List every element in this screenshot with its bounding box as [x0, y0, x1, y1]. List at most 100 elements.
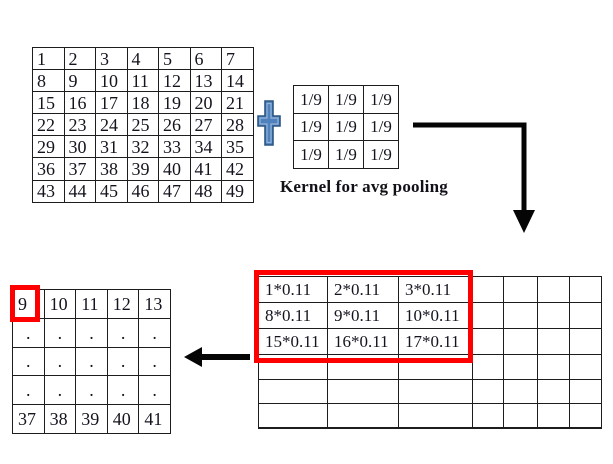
table-row: ..... — [12, 317, 171, 348]
cell — [503, 427, 538, 429]
cell: . — [43, 317, 77, 348]
cell: 27 — [189, 113, 222, 137]
cell: . — [75, 375, 108, 406]
cell: 12 — [106, 289, 140, 319]
cell — [472, 379, 504, 404]
cell: 38 — [95, 157, 128, 181]
cell — [569, 427, 602, 429]
cell — [258, 354, 328, 380]
cell — [398, 427, 473, 429]
cell: . — [106, 317, 140, 348]
cell — [537, 427, 570, 429]
cell: 1*0.11 — [258, 276, 328, 303]
cell: 1/9 — [363, 85, 399, 114]
cell: 34 — [189, 135, 222, 159]
cell: 8*0.11 — [258, 302, 328, 329]
cell — [503, 302, 538, 329]
table-row: ..... — [12, 346, 171, 377]
cell: 2 — [63, 46, 96, 71]
table-row — [258, 403, 602, 428]
cell — [569, 354, 602, 380]
cell: 9 — [63, 69, 96, 93]
cell — [569, 276, 602, 303]
cell: . — [106, 346, 140, 377]
cell: 1/9 — [363, 140, 399, 169]
cell — [503, 354, 538, 380]
cell: 11 — [75, 289, 108, 319]
cell — [569, 403, 602, 428]
arrow-elbow-down-icon — [413, 122, 535, 233]
cell: 39 — [75, 404, 108, 434]
cell: . — [12, 317, 45, 348]
cell: 13 — [138, 289, 171, 319]
cell — [258, 427, 328, 429]
cell: 47 — [158, 179, 191, 203]
cell: 1/9 — [363, 112, 399, 142]
cell: 14 — [221, 69, 254, 93]
cell: 40 — [106, 404, 140, 434]
cell: 3*0.11 — [398, 276, 473, 303]
cell: 17 — [95, 91, 128, 115]
cell: 1/9 — [293, 140, 329, 169]
cell: 33 — [158, 135, 191, 159]
cell: 37 — [12, 404, 45, 434]
cell — [472, 302, 504, 329]
cell: 41 — [138, 404, 171, 434]
cell — [398, 379, 473, 404]
cell: . — [75, 317, 108, 348]
cell: 11 — [126, 69, 159, 93]
cell: 1/9 — [328, 140, 364, 169]
cell — [503, 276, 538, 303]
cell: 6 — [189, 46, 222, 71]
table-row — [258, 379, 602, 404]
cell: . — [138, 375, 171, 406]
cell — [537, 302, 570, 329]
cell: 1/9 — [328, 85, 364, 114]
cell: 1/9 — [293, 85, 329, 114]
cell: 1/9 — [328, 112, 364, 142]
cell: . — [43, 375, 77, 406]
cell: 9 — [12, 289, 45, 319]
cell: 19 — [158, 91, 191, 115]
cell: 16*0.11 — [327, 328, 399, 355]
cell: 18 — [126, 91, 159, 115]
cell: 32 — [126, 135, 159, 159]
cell: 29 — [32, 135, 65, 159]
cell: 30 — [63, 135, 96, 159]
cell: 4 — [126, 46, 159, 71]
cell: 44 — [63, 179, 96, 203]
cell: 1 — [32, 46, 65, 71]
cell: 10 — [95, 69, 128, 93]
cell: 43 — [32, 179, 65, 203]
cell — [537, 354, 570, 380]
cell: 5 — [158, 46, 191, 71]
cell — [537, 379, 570, 404]
cell — [472, 328, 504, 355]
cell: . — [43, 346, 77, 377]
cell: 21 — [221, 91, 254, 115]
cell: 15 — [32, 91, 65, 115]
cell: 28 — [221, 113, 254, 137]
cell — [537, 328, 570, 355]
cell: 26 — [158, 113, 191, 137]
cell: 36 — [32, 157, 65, 181]
cell: . — [106, 375, 140, 406]
cell: 41 — [189, 157, 222, 181]
cell — [472, 403, 504, 428]
